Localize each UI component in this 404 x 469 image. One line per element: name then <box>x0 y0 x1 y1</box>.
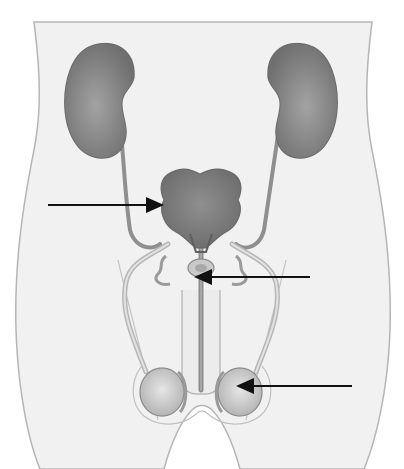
left-testis <box>140 368 184 416</box>
right-testis <box>218 368 262 416</box>
prostate-inner <box>195 264 207 272</box>
